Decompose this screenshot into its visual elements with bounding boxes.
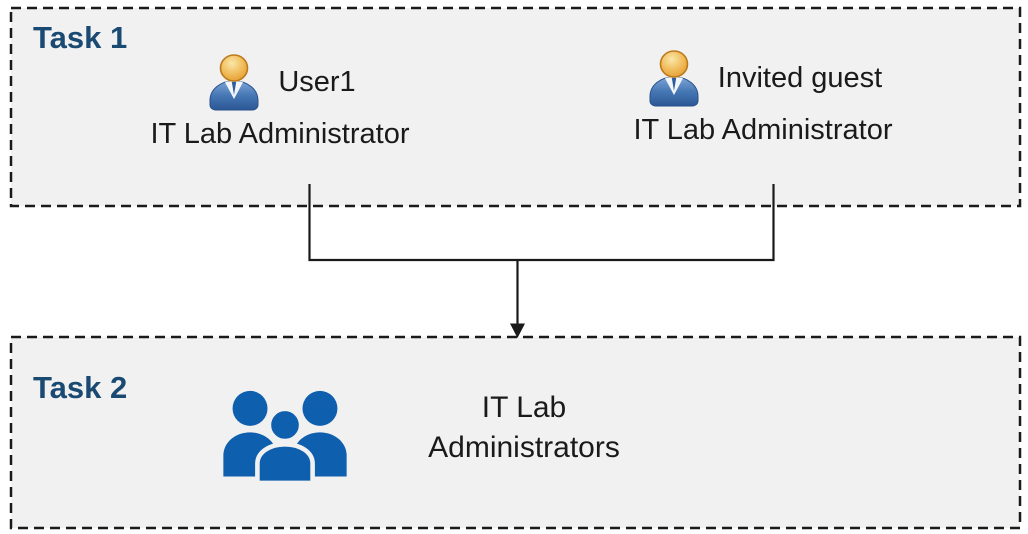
group-name-line1: IT Lab	[481, 391, 567, 424]
invited-guest-row: Invited guest	[644, 50, 882, 107]
task2-box	[9, 335, 1022, 530]
group-icon	[223, 390, 347, 484]
user1-row: User1	[204, 54, 356, 111]
user-role: IT Lab Administrator	[150, 118, 410, 150]
connector-merge-line	[308, 184, 775, 262]
user-card-invited-guest: Invited guest IT Lab Administrator	[588, 50, 938, 147]
group-name-line2: Administrators	[428, 431, 620, 464]
task2-label: Task 2	[33, 370, 128, 405]
user-icon	[649, 50, 699, 107]
user-name: User1	[278, 66, 356, 98]
group-name: IT Lab Administrators	[389, 388, 659, 468]
task1-label: Task 1	[33, 20, 128, 55]
user-name: Invited guest	[717, 62, 883, 94]
task1-box	[9, 6, 1022, 208]
user-card-user1: User1 IT Lab Administrator	[135, 54, 425, 151]
user-icon	[209, 54, 259, 111]
user-role: IT Lab Administrator	[633, 114, 893, 146]
group-icon-wrap	[216, 388, 354, 484]
arrow-down-icon	[510, 323, 525, 338]
